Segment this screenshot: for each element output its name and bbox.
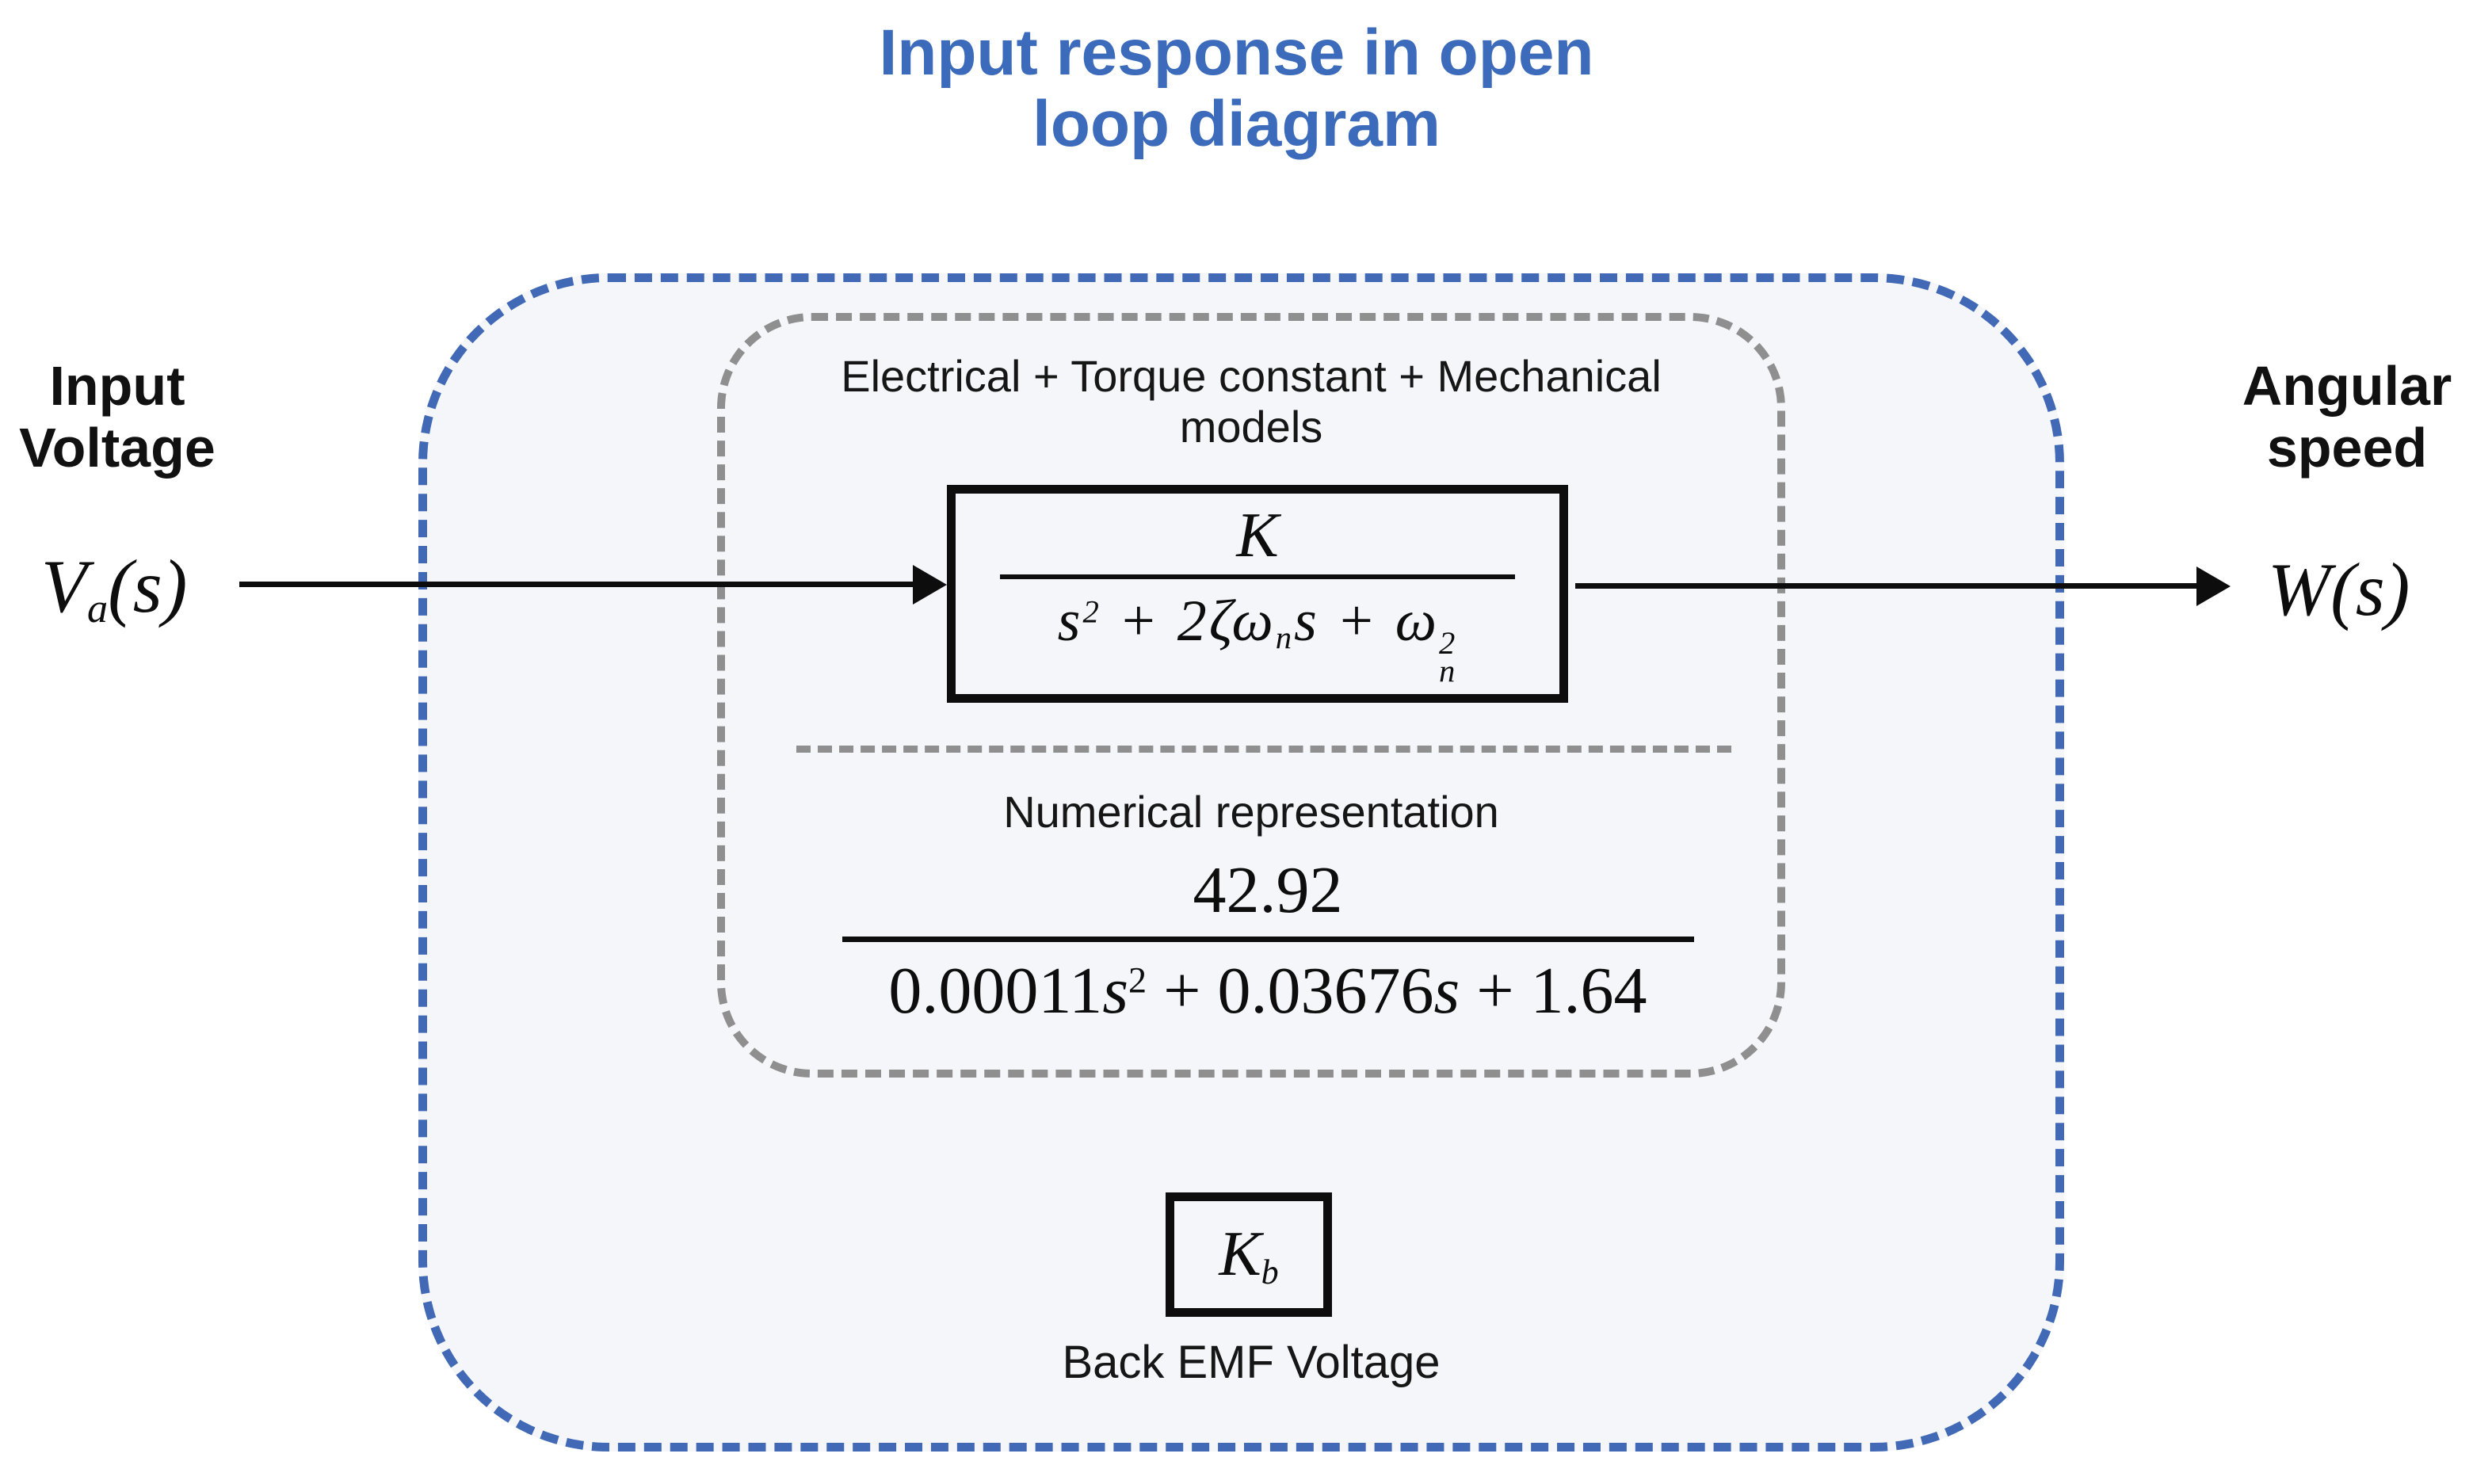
angular-speed-label: Angular speed — [2236, 355, 2458, 479]
page-title-line-1: Input response in open — [879, 17, 1594, 89]
output-signal-symbol: W(s) — [2268, 547, 2410, 631]
output-arrowhead-icon — [2196, 567, 2231, 606]
output-arrow-line — [1575, 583, 2198, 589]
numerical-denominator: 0.00011s2 + 0.03676s + 1.64 — [888, 954, 1647, 1028]
angular-speed-label-line-2: speed — [2266, 417, 2428, 479]
numerical-transfer-function: 42.92 0.00011s2 + 0.03676s + 1.64 — [813, 854, 1723, 1029]
input-arrowhead-icon — [913, 565, 947, 605]
section-divider-dashed-line — [796, 746, 1731, 753]
models-dashed-container — [717, 313, 1785, 1078]
input-arrow-line — [239, 582, 914, 587]
page-title-line-2: loop diagram — [1032, 88, 1441, 160]
angular-speed-label-line-1: Angular — [2242, 355, 2452, 417]
back-emf-caption: Back EMF Voltage — [1062, 1337, 1441, 1388]
models-group-header-line-1: Electrical + Torque constant + Mechanica… — [841, 351, 1662, 401]
numerical-fraction-bar — [842, 937, 1694, 942]
transfer-function-fraction-bar — [1000, 574, 1515, 579]
transfer-function-numerator: K — [1236, 500, 1279, 570]
page-title: Input response in open loop diagram — [0, 17, 2473, 160]
numerical-representation-label: Numerical representation — [1003, 787, 1499, 837]
numerical-numerator: 42.92 — [1193, 853, 1343, 927]
back-emf-block: Kb — [1166, 1192, 1332, 1317]
input-voltage-label-line-1: Input — [49, 355, 185, 417]
input-voltage-label-line-2: Voltage — [19, 417, 216, 479]
input-signal-symbol: Va(s) — [41, 544, 188, 632]
models-group-header: Electrical + Torque constant + Mechanica… — [717, 351, 1785, 452]
input-voltage-label: Input Voltage — [6, 355, 228, 479]
back-emf-symbol: Kb — [1219, 1219, 1279, 1291]
models-group-header-line-2: models — [1179, 402, 1323, 452]
